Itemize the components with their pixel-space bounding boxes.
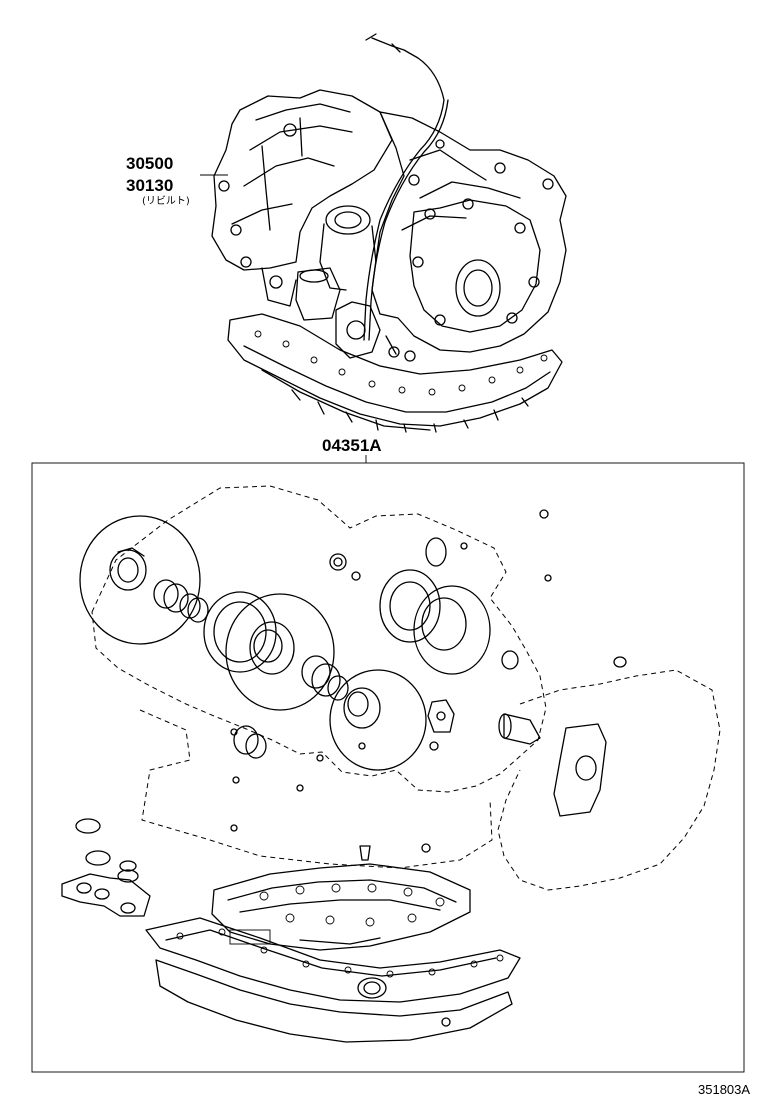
gasket-kit-number[interactable]: 04351A bbox=[322, 436, 382, 455]
transaxle-assembly-icon[interactable] bbox=[211, 33, 567, 433]
assembly-number-2[interactable]: 30130 bbox=[126, 176, 173, 195]
gasket-kit-icon[interactable] bbox=[61, 485, 721, 1043]
assembly-note: (リビルト) bbox=[142, 195, 190, 207]
illustration-id: 351803A bbox=[698, 1082, 750, 1097]
assembly-number-1[interactable]: 30500 bbox=[126, 154, 173, 173]
gasket-kit-frame bbox=[31, 462, 745, 1073]
